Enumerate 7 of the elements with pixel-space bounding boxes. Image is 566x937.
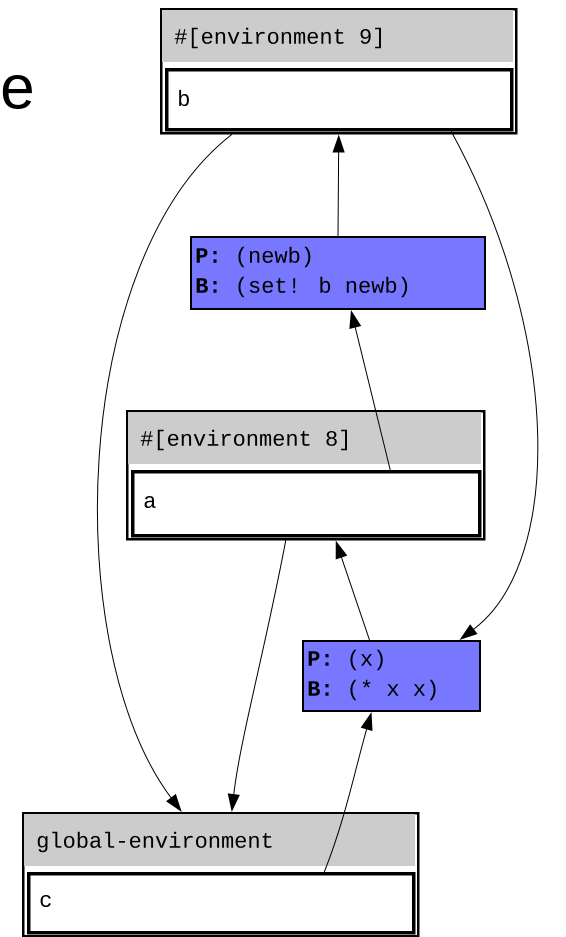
binding-field: c — [27, 872, 416, 934]
cut-off-letter: e — [2, 75, 32, 109]
binding-field: a — [131, 470, 482, 538]
procedure-box: P: (x) B: (* x x) — [302, 640, 481, 712]
arrow — [450, 131, 538, 640]
procedure-box: P: (newb) B: (set! b newb) — [190, 236, 486, 310]
binding-field: b — [165, 68, 514, 132]
